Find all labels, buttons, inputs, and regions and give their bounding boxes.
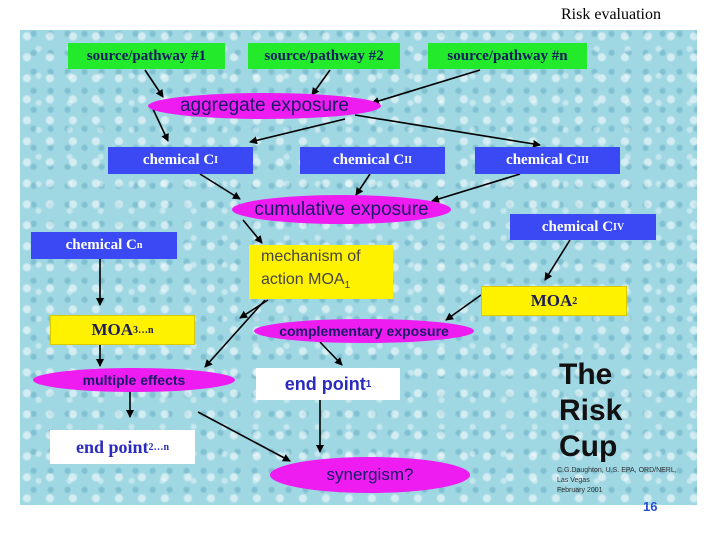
source-pathway-1-box: source/pathway #1 bbox=[68, 43, 225, 69]
risk-cup-line1: The bbox=[559, 358, 613, 391]
arrow-cumulative-to-moa1 bbox=[242, 219, 263, 244]
chemical-c1-sub: I bbox=[214, 155, 219, 166]
moa2-label: MOA bbox=[530, 291, 573, 310]
moa1-line2-wrap: action MOA1 bbox=[261, 268, 350, 297]
moa1-sub: 1 bbox=[344, 280, 351, 292]
chemical-c3-sub: III bbox=[577, 155, 589, 166]
arrow-source2-to-aggregate bbox=[311, 69, 331, 96]
chemical-cn-label: chemical C bbox=[65, 237, 137, 253]
arrow-aggregate-to-chem2 bbox=[249, 118, 346, 145]
arrow-aggregate-to-chem3 bbox=[354, 114, 541, 148]
moa2-sub: 2 bbox=[572, 295, 578, 307]
multiple-effects-ellipse: multiple effects bbox=[33, 368, 235, 392]
synergism-ellipse: synergism? bbox=[270, 457, 470, 493]
credit-line2: Las Vegas bbox=[557, 477, 590, 484]
chemical-c3-label: chemical C bbox=[506, 152, 578, 168]
complementary-exposure-ellipse: complementary exposure bbox=[254, 319, 474, 343]
aggregate-exposure-ellipse: aggregate exposure bbox=[148, 93, 381, 119]
arrow-sourcen-to-aggregate bbox=[371, 69, 481, 105]
header-title: Risk evaluation bbox=[561, 6, 661, 23]
source-pathway-n-box: source/pathway #n bbox=[428, 43, 587, 69]
moa1-line1: mechanism of bbox=[261, 248, 361, 265]
arrow-chem1-to-cumulative bbox=[199, 173, 241, 200]
chemical-c2-label: chemical C bbox=[332, 152, 405, 168]
endpoint2n-sub: 2…n bbox=[148, 441, 170, 453]
cumulative-exposure-ellipse: cumulative exposure bbox=[232, 195, 451, 224]
arrow-chemIV-to-moa2 bbox=[544, 239, 571, 281]
arrow-aggregate-to-chem1 bbox=[152, 108, 169, 142]
arrow-moa1-to-multiple bbox=[204, 299, 266, 368]
arrow-complementary-to-endpoint1 bbox=[319, 341, 343, 366]
credit-line3: February 2001 bbox=[557, 487, 603, 494]
credit-block: C.G.Daughton, U.S. EPA, ORD/NERL, Las Ve… bbox=[557, 466, 677, 496]
moa3n-label: MOA bbox=[91, 320, 133, 339]
chemical-c4-sub: IV bbox=[613, 221, 625, 233]
endpoint2n-label: end point bbox=[75, 436, 149, 457]
arrow-moa2-to-complementary bbox=[445, 294, 482, 321]
moa1-line2: action MOA bbox=[261, 271, 345, 288]
arrow-source1-to-aggregate bbox=[144, 69, 164, 98]
chemical-c4-label: chemical C bbox=[541, 218, 614, 235]
source-pathway-2-box: source/pathway #2 bbox=[248, 43, 400, 69]
risk-cup-title: The Risk Cup bbox=[559, 357, 622, 465]
arrow-chem2-to-cumulative bbox=[355, 173, 371, 196]
chemical-c2-sub: II bbox=[404, 155, 413, 166]
arrow-endpoint2-to-synergism bbox=[197, 411, 291, 462]
risk-cup-line3: Cup bbox=[559, 430, 618, 463]
credit-line1: C.G.Daughton, U.S. EPA, ORD/NERL, bbox=[557, 467, 677, 474]
endpoint1-sub: 1 bbox=[365, 378, 372, 390]
page-number: 16 bbox=[643, 499, 658, 514]
chemical-cn-sub: n bbox=[136, 240, 143, 251]
chemical-c1-label: chemical C bbox=[142, 152, 215, 168]
arrow-moa1-to-complementary bbox=[239, 299, 269, 319]
risk-cup-line2: Risk bbox=[559, 394, 623, 427]
endpoint1-label: end point bbox=[284, 373, 366, 394]
moa1-box: mechanism of action MOA1 bbox=[249, 245, 393, 299]
arrow-chem3-to-cumulative bbox=[431, 173, 521, 203]
moa3n-sub: 3…n bbox=[132, 324, 154, 336]
